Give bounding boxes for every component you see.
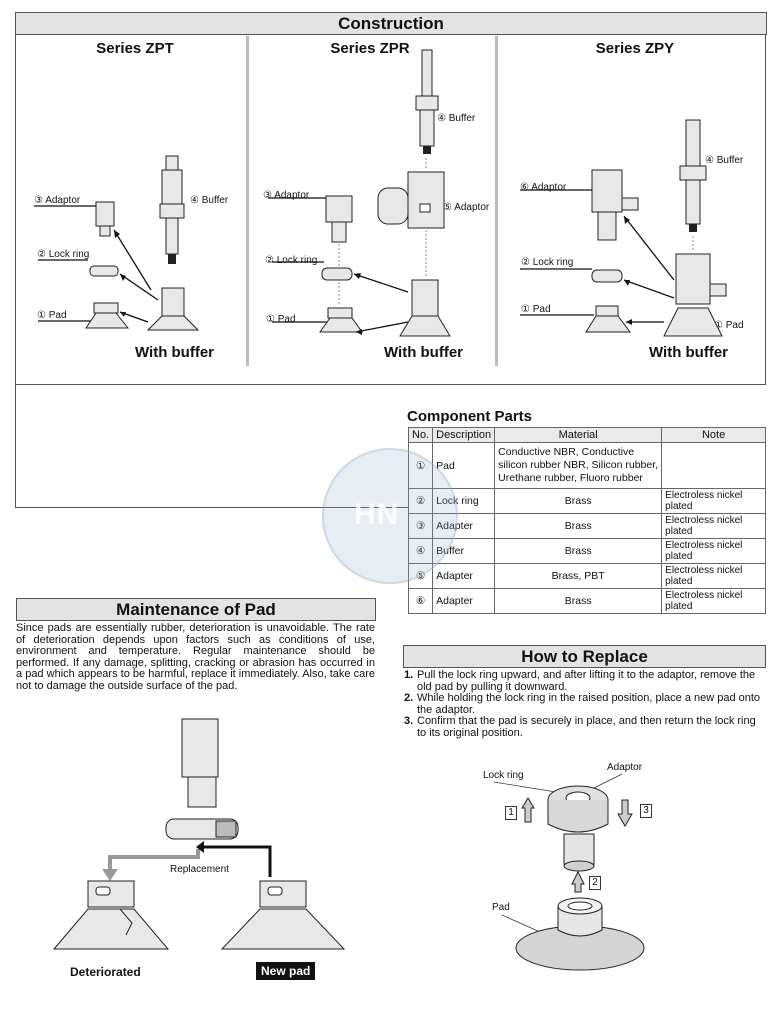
row-description: Adapter bbox=[432, 563, 496, 589]
row-material: Brass bbox=[494, 513, 663, 539]
maintenance-title: Maintenance of Pad bbox=[16, 598, 376, 621]
construction-title: Construction bbox=[15, 12, 767, 35]
step-2-badge: 2 bbox=[589, 876, 601, 890]
zpy-pad2-label: ① Pad bbox=[714, 320, 744, 331]
zpt-with-buffer: With buffer bbox=[135, 344, 215, 361]
watermark-text: HN bbox=[354, 498, 400, 531]
table-row: ⑤ Adapter Brass, PBT Electroless nickel … bbox=[407, 563, 766, 589]
zpr-buffer-label: ④ Buffer bbox=[437, 113, 476, 124]
zpt-buffer-label: ④ Buffer bbox=[190, 195, 229, 206]
zpr-adaptor5-label: ⑤ Adaptor bbox=[443, 202, 490, 213]
row-no: ⑥ bbox=[407, 588, 434, 614]
header-no: No. bbox=[407, 427, 434, 443]
row-note: Electroless nickel plated bbox=[661, 563, 766, 589]
step-1: 1.Pull the lock ring upward, and after l… bbox=[404, 669, 756, 693]
new-pad-label: New pad bbox=[256, 962, 316, 980]
zpt-adaptor-label: ③ Adaptor bbox=[34, 195, 81, 206]
header-description: Description bbox=[432, 427, 496, 443]
zpy-with-buffer: With buffer bbox=[649, 344, 729, 361]
zpr-with-buffer: With buffer bbox=[384, 344, 464, 361]
construction-divider-1 bbox=[246, 36, 249, 366]
row-note: Electroless nickel plated bbox=[661, 588, 766, 614]
replace-adaptor-label: Adaptor bbox=[607, 762, 643, 773]
zpy-pad-label: ① Pad bbox=[521, 304, 551, 315]
table-row: ④ Buffer Brass Electroless nickel plated bbox=[407, 538, 766, 564]
row-note: Electroless nickel plated bbox=[661, 538, 766, 564]
row-material: Conductive NBR, Conductive silicon rubbe… bbox=[494, 442, 663, 489]
zpt-diagram bbox=[34, 155, 200, 331]
zpr-pad-label: ① Pad bbox=[266, 314, 296, 325]
zpt-lock-ring-label: ② Lock ring bbox=[37, 249, 90, 260]
table-row: ① Pad Conductive NBR, Conductive silicon… bbox=[407, 442, 766, 489]
maintenance-diagram bbox=[52, 718, 346, 950]
replace-lock-ring-label: Lock ring bbox=[483, 770, 524, 781]
series-zpy-title: Series ZPY bbox=[595, 40, 675, 57]
header-note: Note bbox=[661, 427, 766, 443]
construction-divider-2 bbox=[495, 36, 498, 366]
step-2: 2.While holding the lock ring in the rai… bbox=[404, 692, 761, 716]
row-material: Brass bbox=[494, 538, 663, 564]
zpr-lock-ring-label: ② Lock ring bbox=[265, 255, 318, 266]
deteriorated-label: Deteriorated bbox=[70, 965, 141, 979]
row-material: Brass bbox=[494, 588, 663, 614]
row-description: Adapter bbox=[432, 588, 496, 614]
step-1-badge: 1 bbox=[505, 806, 517, 820]
component-parts-title: Component Parts bbox=[407, 408, 533, 425]
zpr-diagram bbox=[268, 49, 451, 337]
zpy-adaptor-label: ⑥ Adaptor bbox=[520, 182, 567, 193]
construction-frame-mid bbox=[15, 384, 766, 385]
row-material: Brass bbox=[494, 488, 663, 514]
zpy-buffer-label: ④ Buffer bbox=[705, 155, 744, 166]
construction-frame-bottom bbox=[15, 507, 408, 508]
replacement-label: Replacement bbox=[170, 864, 229, 875]
series-zpt-title: Series ZPT bbox=[96, 40, 174, 57]
step-3-badge: 3 bbox=[640, 804, 652, 818]
watermark-logo: HN bbox=[322, 448, 458, 584]
construction-frame-left bbox=[15, 34, 16, 508]
row-note: Electroless nickel plated bbox=[661, 488, 766, 514]
how-to-replace-title: How to Replace bbox=[403, 645, 766, 668]
construction-frame-right bbox=[765, 34, 766, 384]
zpr-adaptor3-label: ③ Adaptor bbox=[263, 190, 310, 201]
table-row: ⑥ Adapter Brass Electroless nickel plate… bbox=[407, 588, 766, 614]
component-parts-table: No. Description Material Note ① Pad Cond… bbox=[407, 427, 766, 614]
step-3: 3.Confirm that the pad is securely in pl… bbox=[404, 715, 756, 739]
row-material: Brass, PBT bbox=[494, 563, 663, 589]
row-note: Electroless nickel plated bbox=[661, 513, 766, 539]
zpy-diagram bbox=[520, 119, 727, 337]
header-material: Material bbox=[494, 427, 663, 443]
table-header-row: No. Description Material Note bbox=[407, 427, 766, 443]
table-row: ③ Adapter Brass Electroless nickel plate… bbox=[407, 513, 766, 539]
row-note bbox=[661, 442, 766, 489]
replace-diagram bbox=[493, 773, 645, 971]
series-zpr-title: Series ZPR bbox=[330, 40, 410, 57]
how-to-replace-steps: 1.Pull the lock ring upward, and after l… bbox=[404, 669, 766, 740]
zpy-lock-ring-label: ② Lock ring bbox=[521, 257, 574, 268]
zpt-pad-label: ① Pad bbox=[37, 310, 67, 321]
table-row: ② Lock ring Brass Electroless nickel pla… bbox=[407, 488, 766, 514]
replace-pad-label: Pad bbox=[492, 902, 510, 913]
maintenance-text: Since pads are essentially rubber, deter… bbox=[16, 622, 375, 692]
